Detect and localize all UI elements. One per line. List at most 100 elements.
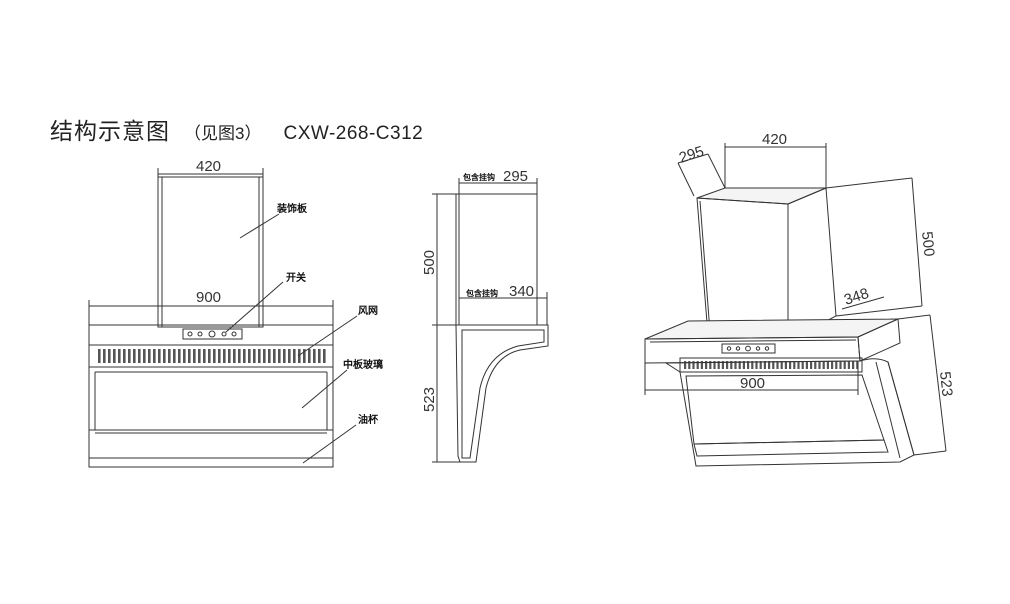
grille-slat (747, 361, 750, 369)
side-dim-523: 523 (421, 387, 438, 412)
grille-slat (193, 349, 196, 363)
grille-slat (776, 361, 779, 369)
grille-slat (721, 361, 724, 369)
grille-slat (188, 349, 191, 363)
grille-slat (772, 361, 775, 369)
grille-slat (143, 349, 146, 363)
iso-dim-295: 295 (677, 143, 706, 167)
grille-slat (263, 349, 266, 363)
grille-slat (178, 349, 181, 363)
grille-slat (303, 349, 306, 363)
grille-slat (248, 349, 251, 363)
grille-slat (113, 349, 116, 363)
label-decor-panel: 装饰板 (276, 202, 308, 215)
iso-dim-348: 348 (842, 285, 871, 309)
grille-slat (218, 349, 221, 363)
side-note-body: 包含挂钩 (465, 288, 498, 298)
label-fan-cover: 风网 (358, 305, 378, 317)
grille-slat (273, 349, 276, 363)
diagram-title: 结构示意图 (50, 118, 170, 144)
grille-slat (253, 349, 256, 363)
label-switch: 开关 (286, 271, 306, 284)
grille-slat (293, 349, 296, 363)
figure-reference: （见图3） (184, 124, 262, 143)
grille-slat (183, 349, 186, 363)
grille-slat (801, 361, 804, 369)
grille-slat (734, 361, 737, 369)
grille-slat (233, 349, 236, 363)
grille-slat (278, 349, 281, 363)
grille-slat (709, 361, 712, 369)
grille-slat (789, 361, 792, 369)
grille-slat (313, 349, 316, 363)
grille-slat (713, 361, 716, 369)
grille-slat (133, 349, 136, 363)
grille-slat (108, 349, 111, 363)
grille-slat (822, 361, 825, 369)
grille-slat (793, 361, 796, 369)
grille-slat (258, 349, 261, 363)
grille-slat (818, 361, 821, 369)
grille-slat (797, 361, 800, 369)
grille-slat (208, 349, 211, 363)
grille-slat (810, 361, 813, 369)
grille-slat (173, 349, 176, 363)
grille-slat (228, 349, 231, 363)
grille-slat (148, 349, 151, 363)
grille-slat (203, 349, 206, 363)
grille-slat (726, 361, 729, 369)
grille-slat (826, 361, 829, 369)
grille-slat (751, 361, 754, 369)
grille-slat (103, 349, 106, 363)
side-note-top: 包含挂钩 (462, 172, 495, 182)
front-dim-420: 420 (196, 158, 221, 175)
grille-slat (283, 349, 286, 363)
grille-slat (730, 361, 733, 369)
front-dim-900: 900 (196, 289, 221, 306)
grille-slat (298, 349, 301, 363)
grille-slat (98, 349, 101, 363)
title-row: 结构示意图 （见图3） CXW-268-C312 (50, 112, 423, 146)
grille-slat (700, 361, 703, 369)
grille-slat (308, 349, 311, 363)
grille-slat (223, 349, 226, 363)
grille-slat (831, 361, 834, 369)
side-dim-340: 340 (509, 283, 534, 300)
grille-slat (717, 361, 720, 369)
iso-fan-grille (684, 361, 859, 369)
grille-slat (123, 349, 126, 363)
grille-slat (805, 361, 808, 369)
grille-slat (835, 361, 838, 369)
iso-dim-900: 900 (740, 375, 765, 392)
grille-slat (692, 361, 695, 369)
grille-slat (158, 349, 161, 363)
grille-slat (696, 361, 699, 369)
iso-dim-420: 420 (762, 131, 787, 148)
grille-slat (153, 349, 156, 363)
grille-slat (755, 361, 758, 369)
grille-slat (780, 361, 783, 369)
grille-slat (168, 349, 171, 363)
grille-slat (759, 361, 762, 369)
grille-slat (288, 349, 291, 363)
grille-slat (118, 349, 121, 363)
grille-slat (852, 361, 855, 369)
iso-dim-523: 523 (936, 371, 956, 398)
label-middle-glass: 中板玻璃 (343, 358, 383, 371)
grille-slat (318, 349, 321, 363)
grille-slat (238, 349, 241, 363)
grille-slat (163, 349, 166, 363)
side-dim-500: 500 (421, 250, 438, 275)
grille-slat (243, 349, 246, 363)
grille-slat (742, 361, 745, 369)
grille-slat (138, 349, 141, 363)
front-fan-grille (98, 349, 326, 363)
grille-slat (705, 361, 708, 369)
grille-slat (784, 361, 787, 369)
grille-slat (323, 349, 326, 363)
grille-slat (688, 361, 691, 369)
iso-dim-500: 500 (918, 231, 938, 258)
grille-slat (843, 361, 846, 369)
side-dim-295: 295 (503, 168, 528, 185)
